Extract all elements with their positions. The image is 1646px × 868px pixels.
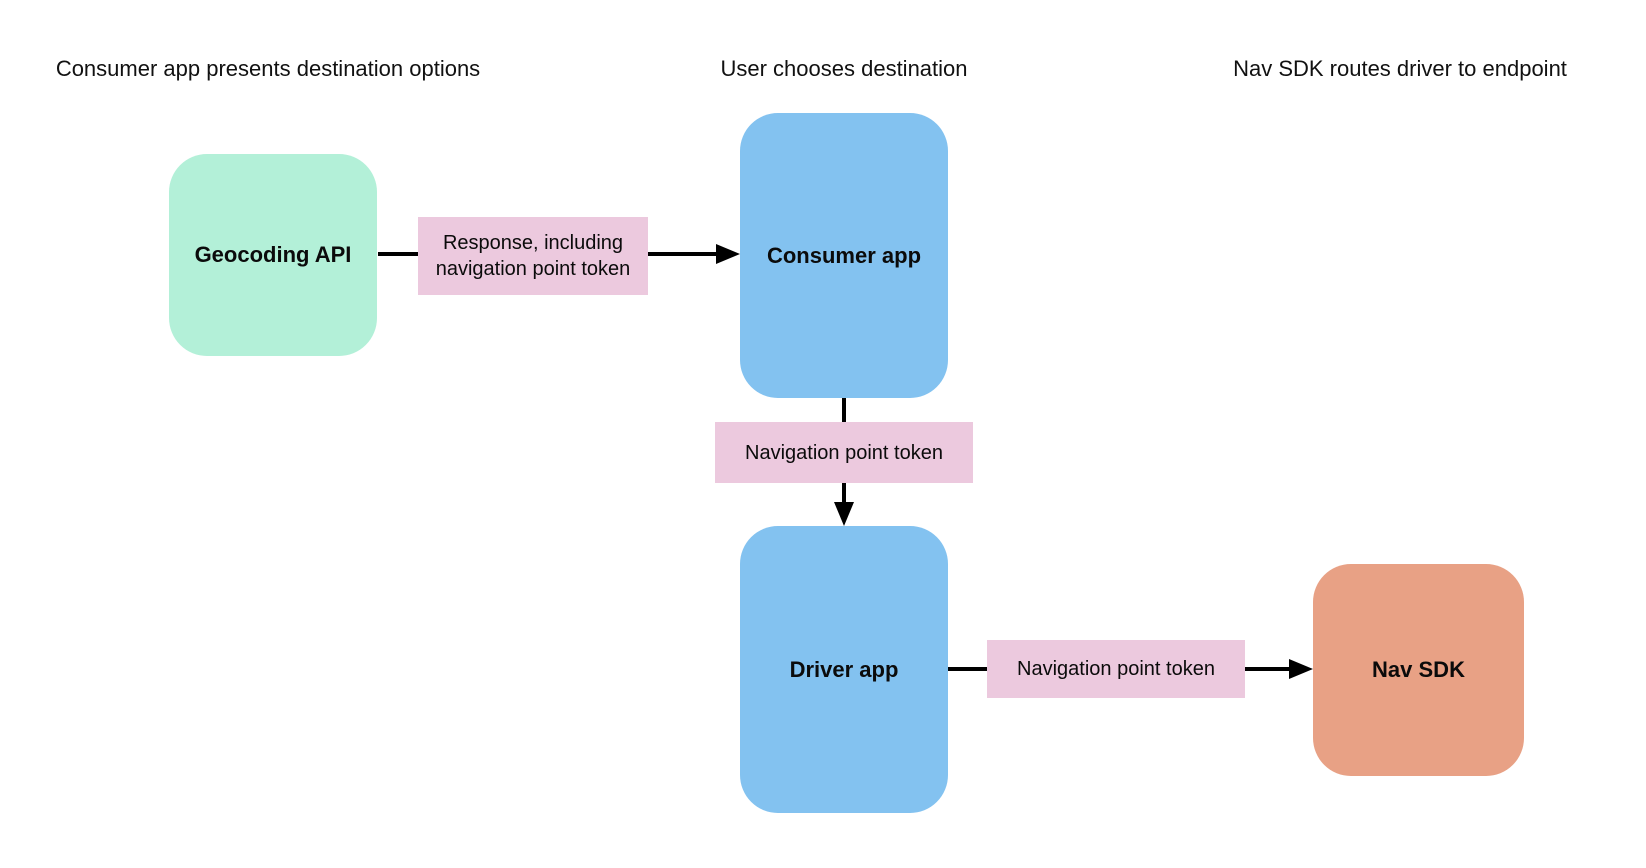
stage-header-consumer-app-presents: Consumer app presents destination option… xyxy=(55,56,481,81)
stage-header-nav-sdk-routes: Nav SDK routes driver to endpoint xyxy=(1233,56,1567,81)
node-driver-app: Driver app xyxy=(740,526,948,813)
stage-header-user-chooses: User chooses destination xyxy=(720,56,968,81)
edge-label-navigation-point-token-consumer-to-driver: Navigation point token xyxy=(715,422,973,483)
edge-label-navigation-point-token-driver-to-navsdk: Navigation point token xyxy=(987,640,1245,698)
node-consumer-app: Consumer app xyxy=(740,113,948,398)
node-nav-sdk: Nav SDK xyxy=(1313,564,1524,776)
edge-label-response-including-navigation-point-token: Response, including navigation point tok… xyxy=(418,217,648,295)
node-geocoding-api: Geocoding API xyxy=(169,154,377,356)
